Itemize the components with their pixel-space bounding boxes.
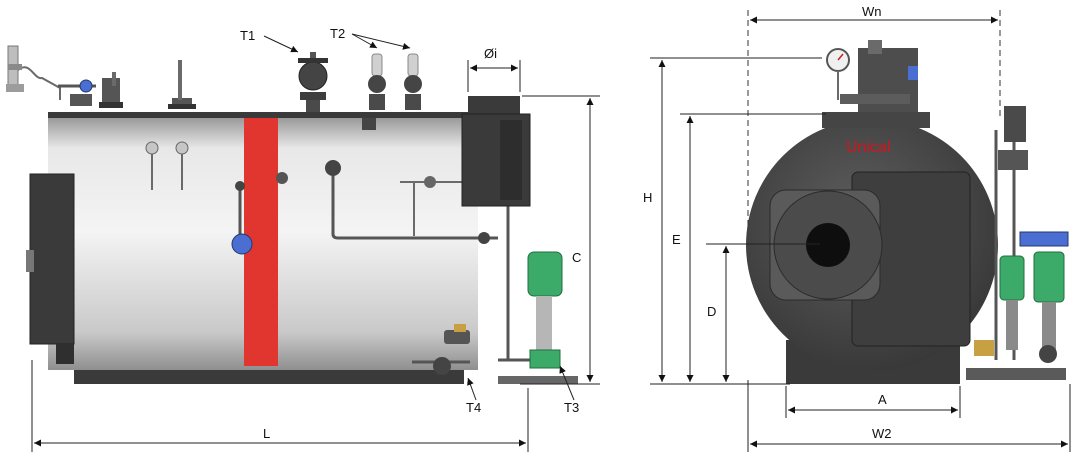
- label-l: L: [263, 426, 270, 441]
- top-fittings: [99, 60, 196, 109]
- label-e: E: [672, 232, 681, 247]
- brand-logo: Unical: [846, 139, 890, 156]
- label-t3: T3: [564, 400, 579, 415]
- safety-valve-icon: [404, 53, 422, 110]
- level-column: [231, 181, 253, 255]
- t1-main-steam-valve: [298, 52, 328, 112]
- boiler-shell: [48, 112, 478, 384]
- side-gauges: [145, 141, 288, 190]
- label-t4: T4: [466, 400, 481, 415]
- label-wn: Wn: [862, 4, 882, 19]
- burner-plate: [769, 189, 883, 301]
- front-pump-assembly: [966, 106, 1069, 380]
- label-t1: T1: [240, 28, 255, 43]
- label-t2: T2: [330, 26, 345, 41]
- burner-door-icon: [26, 173, 75, 364]
- label-d: D: [707, 304, 716, 319]
- label-oi: Øi: [484, 46, 497, 61]
- pressure-gauge-icon: [826, 40, 918, 112]
- feed-pump-icon: [498, 251, 578, 384]
- safety-valve-icon: [368, 53, 386, 110]
- label-c: C: [572, 250, 581, 265]
- side-view-dimensions: T1 T2 Øi C T4 T3 L: [31, 26, 600, 452]
- t2-safety-valves: [368, 53, 422, 110]
- label-a: A: [878, 392, 887, 407]
- front-view: Unical: [746, 40, 1069, 384]
- side-view: [6, 45, 578, 384]
- flue-outlet: [461, 96, 531, 207]
- label-h: H: [643, 190, 652, 205]
- label-w2: W2: [872, 426, 892, 441]
- blue-valve-left: [58, 79, 96, 106]
- water-level-assembly: [6, 45, 61, 100]
- front-view-dimensions: Wn H E D A W2: [643, 4, 1071, 452]
- rear-piping: [325, 160, 560, 375]
